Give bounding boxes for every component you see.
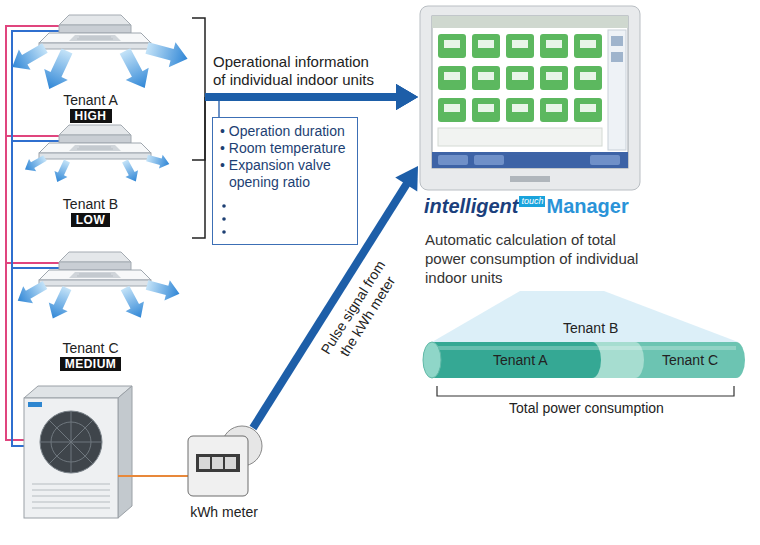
load-level-badge: HIGH — [70, 109, 112, 123]
meter-label: kWh meter — [178, 504, 270, 520]
bullet-item: • Expansion valve opening ratio — [220, 157, 350, 191]
badge-row: LOW — [15, 212, 166, 227]
arrow-head — [396, 84, 418, 110]
tenant-name: Tenant A — [15, 92, 166, 108]
flow-arrow-line — [205, 93, 398, 101]
load-level-badge: MEDIUM — [60, 357, 122, 371]
bracket-line — [192, 18, 205, 97]
edge-label: Pulse signal from the kWh meter — [313, 250, 408, 374]
indoor-unit: Tenant CMEDIUM — [15, 236, 192, 371]
bracket-line — [192, 97, 205, 238]
connector — [192, 84, 418, 160]
logo-text: Manager — [546, 195, 628, 217]
connector — [253, 166, 418, 428]
logo-text: touch — [519, 196, 545, 207]
badge-row: HIGH — [15, 108, 166, 123]
info-box: • Operation duration• Room temperature• … — [212, 117, 358, 245]
logo-text: intelligent — [424, 195, 518, 217]
badge-row: MEDIUM — [15, 356, 166, 371]
indoor-unit: Tenant BLOW — [15, 122, 192, 227]
kwh-meter: kWh meter — [178, 428, 270, 520]
flow-arrow-line — [205, 93, 398, 101]
touch-manager-panel: intelligenttouchManager — [418, 4, 648, 220]
tenant-name: Tenant C — [15, 340, 166, 356]
signal-arrow-line — [253, 183, 407, 428]
connector — [192, 18, 418, 110]
bullet-item: • Room temperature — [220, 140, 350, 157]
indoor-unit: Tenant AHIGH — [15, 0, 192, 123]
bracket-line — [192, 97, 205, 160]
load-level-badge: LOW — [71, 213, 111, 227]
segment-label: Tenant A — [493, 352, 548, 369]
arrow-head — [395, 166, 418, 192]
description-text: Automatic calculation of total power con… — [425, 230, 643, 287]
tenant-name: Tenant B — [15, 196, 166, 212]
flow-arrow-line — [205, 93, 398, 101]
arrow-head — [396, 84, 418, 110]
arrow-head — [396, 84, 418, 110]
product-logo: intelligenttouchManager — [418, 194, 648, 220]
bullet-item: • Operation duration — [220, 123, 350, 140]
total-label: Total power consumption — [509, 400, 664, 417]
segment-label: Tenant C — [662, 352, 718, 369]
edge-label: Operational information of individual in… — [213, 53, 383, 89]
segment-label: Tenant B — [563, 320, 618, 337]
